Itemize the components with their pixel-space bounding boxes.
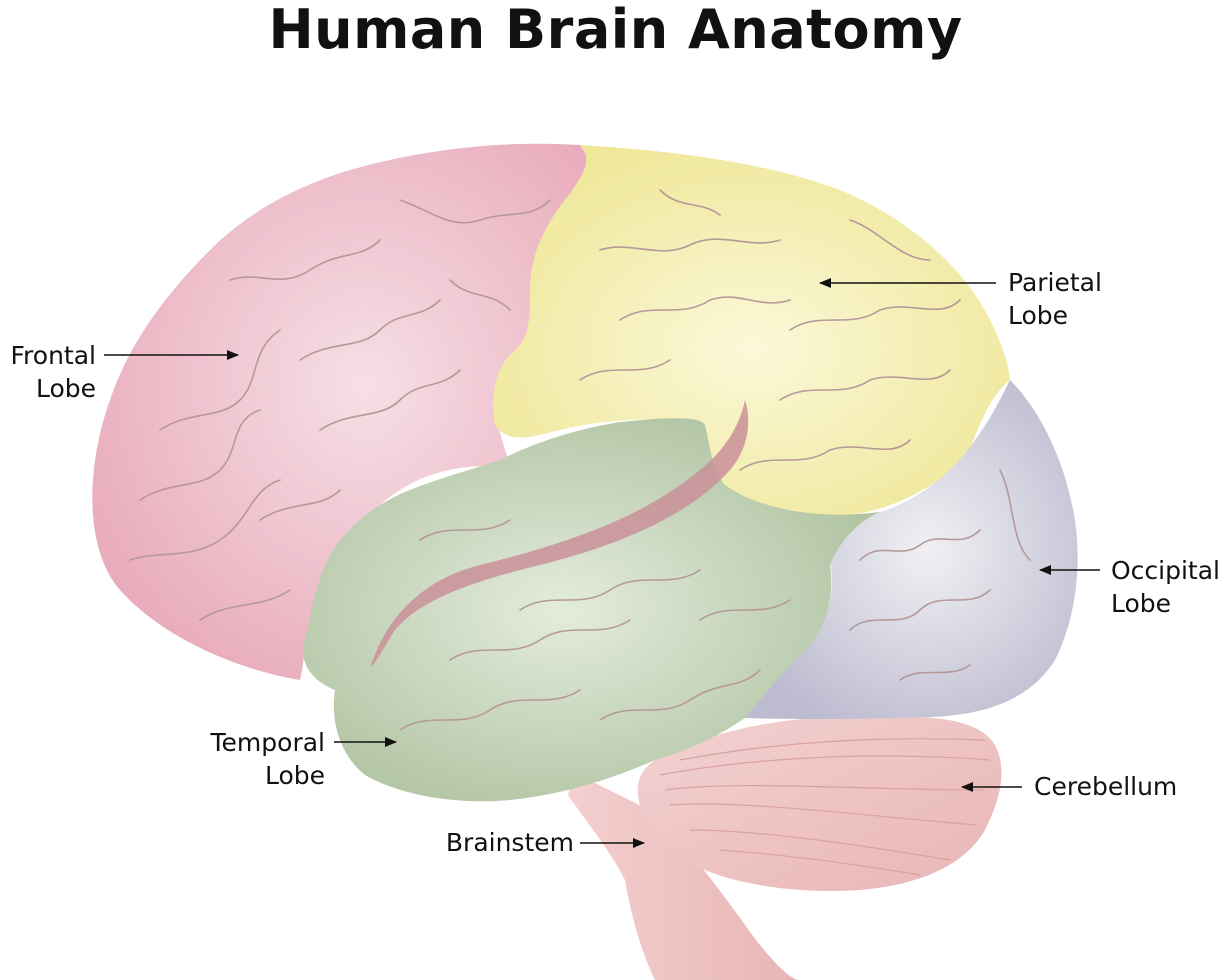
brainstem-label: Brainstem [420, 826, 574, 859]
cerebellum-label: Cerebellum [1034, 770, 1224, 803]
frontal-label-line1: Frontal [10, 341, 97, 370]
brainstem-label-text: Brainstem [445, 828, 574, 857]
diagram-title: Human Brain Anatomy [268, 0, 963, 61]
frontal-label-line2: Lobe [35, 374, 96, 403]
brainstem-region [568, 770, 800, 980]
frontal-lobe-label: Frontal Lobe [0, 339, 97, 405]
gyri-lines [129, 189, 1031, 731]
temporal-lobe-region [303, 418, 880, 802]
parietal-lobe-label: Parietal Lobe [1008, 266, 1128, 332]
frontal-lobe-region [92, 143, 589, 680]
parietal-label-line1: Parietal [1008, 268, 1102, 297]
occipital-lobe-label: Occipital Lobe [1111, 554, 1231, 620]
temporal-label-line2: Lobe [264, 761, 325, 790]
occipital-label-line1: Occipital [1111, 556, 1220, 585]
cerebellum-label-text: Cerebellum [1034, 772, 1178, 801]
occipital-label-line2: Lobe [1111, 589, 1172, 618]
temporal-lobe-label: Temporal Lobe [180, 726, 325, 792]
parietal-label-line2: Lobe [1008, 301, 1069, 330]
temporal-label-line1: Temporal [210, 728, 325, 757]
cerebellum-region [637, 716, 1002, 891]
pointer-arrows [104, 278, 1100, 848]
cerebellum-folia [659, 738, 991, 876]
